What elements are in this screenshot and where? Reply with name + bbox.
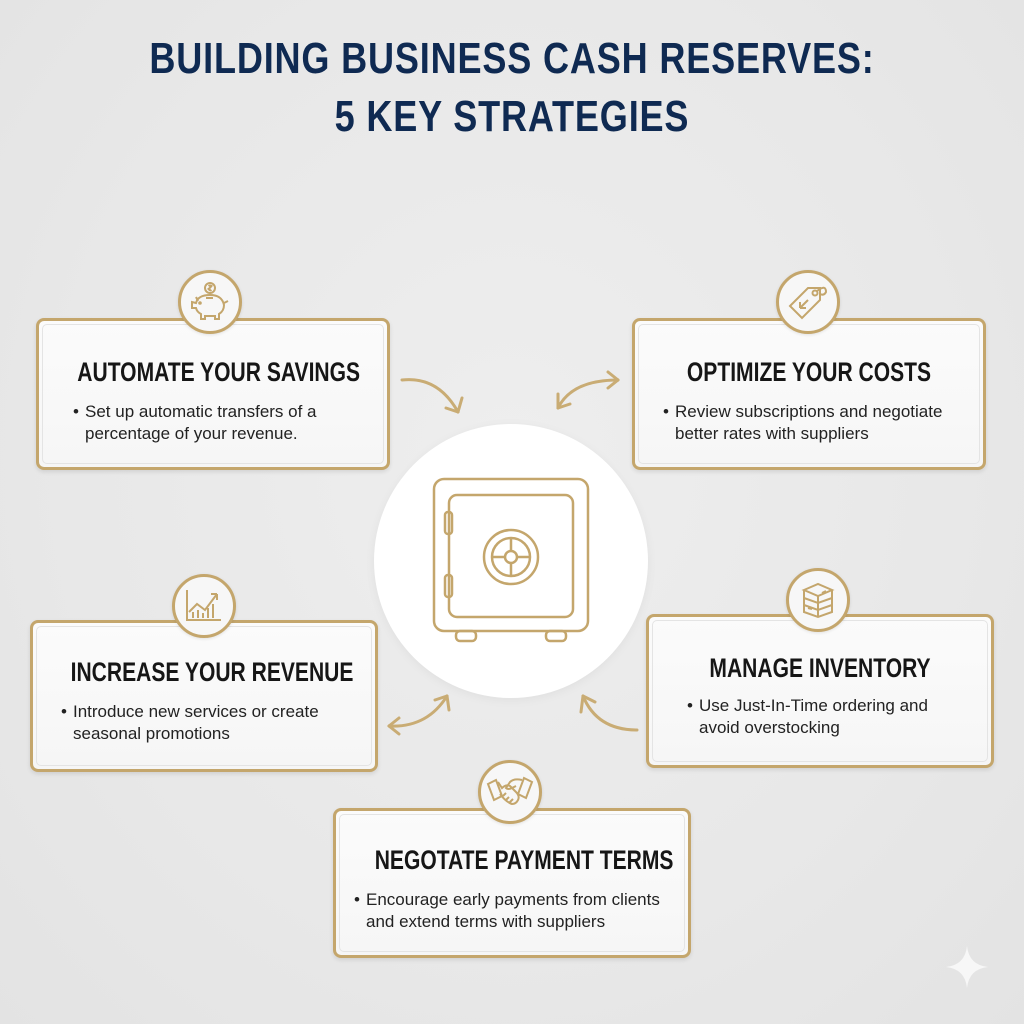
card-description: • Set up automatic transfers of a percen… [73,402,317,443]
badge [786,568,850,632]
badge [478,760,542,824]
arrow-icon [579,694,639,732]
card-description: • Use Just-In-Time ordering and avoid ov… [687,696,928,737]
card-description: • Review subscriptions and negotiate bet… [663,402,943,443]
card-title: MANAGE INVENTORY [709,653,931,683]
double-arrow-icon [556,370,620,410]
strategy-card-increase-revenue: INCREASE YOUR REVENUE • Introduce new se… [30,620,378,772]
page-title: BUILDING BUSINESS CASH RESERVES: 5 KEY S… [92,30,932,146]
price-tag-icon [788,286,828,320]
strategy-card-negotiate-payment-terms: NEGOTATE PAYMENT TERMS • Encourage early… [333,808,691,958]
center-circle [374,424,648,698]
badge [178,270,242,334]
safe-icon [432,477,590,643]
strategy-card-optimize-costs: OPTIMIZE YOUR COSTS • Review subscriptio… [632,318,986,470]
boxes-icon [801,582,835,619]
card-title: NEGOTATE PAYMENT TERMS [374,845,674,875]
card-description: • Introduce new services or create seaso… [61,702,319,743]
handshake-icon [486,776,534,806]
title-line-1: BUILDING BUSINESS CASH RESERVES: [149,34,875,83]
strategy-card-automate-savings: AUTOMATE YOUR SAVINGS • Set up automatic… [36,318,390,470]
badge [172,574,236,638]
arrow-icon [400,378,464,414]
strategy-card-manage-inventory: MANAGE INVENTORY • Use Just-In-Time orde… [646,614,994,768]
growth-chart-icon [186,590,221,621]
double-arrow-icon [387,694,451,736]
card-title: AUTOMATE YOUR SAVINGS [77,357,361,387]
piggy-bank-icon [191,282,229,320]
card-title: OPTIMIZE YOUR COSTS [686,357,932,387]
card-description: • Encourage early payments from clients … [354,890,660,931]
sparkle-icon [946,946,988,988]
badge [776,270,840,334]
title-line-2: 5 KEY STRATEGIES [334,92,690,141]
card-title: INCREASE YOUR REVENUE [70,657,354,687]
